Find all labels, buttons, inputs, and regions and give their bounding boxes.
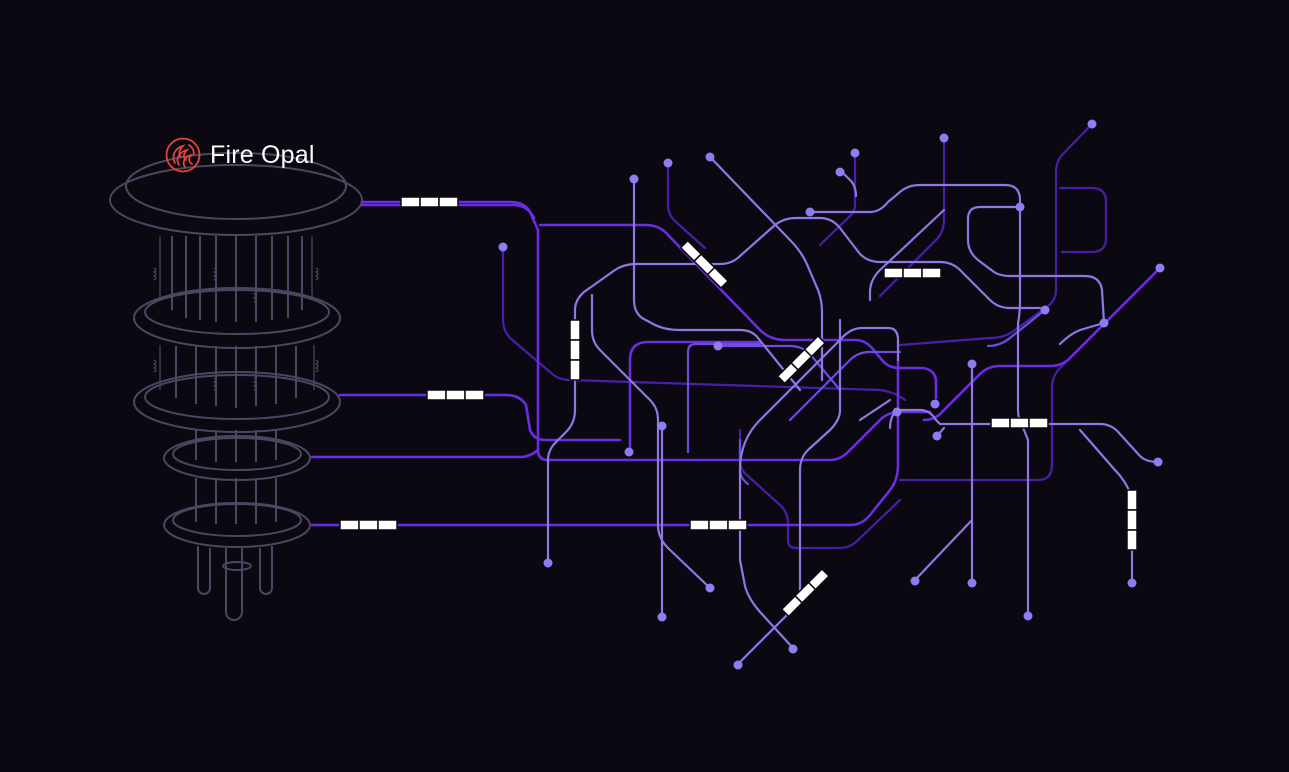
node [1087,119,1097,129]
node [705,152,715,162]
node [1153,457,1163,467]
upper-tubes [159,236,313,322]
node [663,158,673,168]
gate-block-vertical-right [1126,489,1138,551]
quantum-computer-chandelier [109,152,363,621]
gate-block-top-right [883,267,942,279]
node [1099,318,1109,328]
node [1155,263,1165,273]
node [705,583,715,593]
fifth-plate-inner [172,503,302,537]
node [805,207,815,217]
gate-blocks [339,196,1138,617]
node [1127,578,1137,588]
third-plate-inner [144,374,330,420]
gate-block-bottom-left [339,519,398,531]
node [930,399,940,409]
deep-network-lines [501,122,1162,550]
light-network-lines [546,155,1160,666]
fire-opal-brand: Fire Opal [165,135,315,175]
node [657,612,667,622]
node [932,431,942,441]
node [1040,305,1050,315]
gate-block-vertical-left [569,319,581,381]
gate-block-diagonal-top [680,240,729,289]
gate-block-right [990,417,1049,429]
node [788,644,798,654]
node [967,578,977,588]
node [835,167,845,177]
network-nodes [498,119,1165,670]
bottom-stems [197,546,273,621]
node [543,558,553,568]
node [733,660,743,670]
node [1023,611,1033,621]
node [967,359,977,369]
gate-block-mid-left [426,389,485,401]
gate-block-diagonal-center [777,335,826,384]
node [892,407,902,417]
fire-opal-logo-icon [165,137,201,173]
coil-markers [152,267,319,391]
node [624,447,634,457]
node [910,576,920,586]
node [939,133,949,143]
fourth-plate-inner [172,437,302,471]
gate-block-bottom-center [689,519,748,531]
bright-trunk-lines [310,200,1162,527]
bottom-tubes [195,478,277,524]
node [1015,202,1025,212]
lower-tubes [195,430,277,462]
gate-block-top-left [400,196,459,208]
top-plate [109,164,363,236]
node [657,421,667,431]
second-plate-inner [144,289,330,335]
node [498,242,508,252]
gate-block-diagonal-bottom [781,568,830,617]
brand-name: Fire Opal [210,140,315,169]
node [850,148,860,158]
node [713,341,723,351]
node [629,174,639,184]
top-plate-dome [125,152,347,220]
